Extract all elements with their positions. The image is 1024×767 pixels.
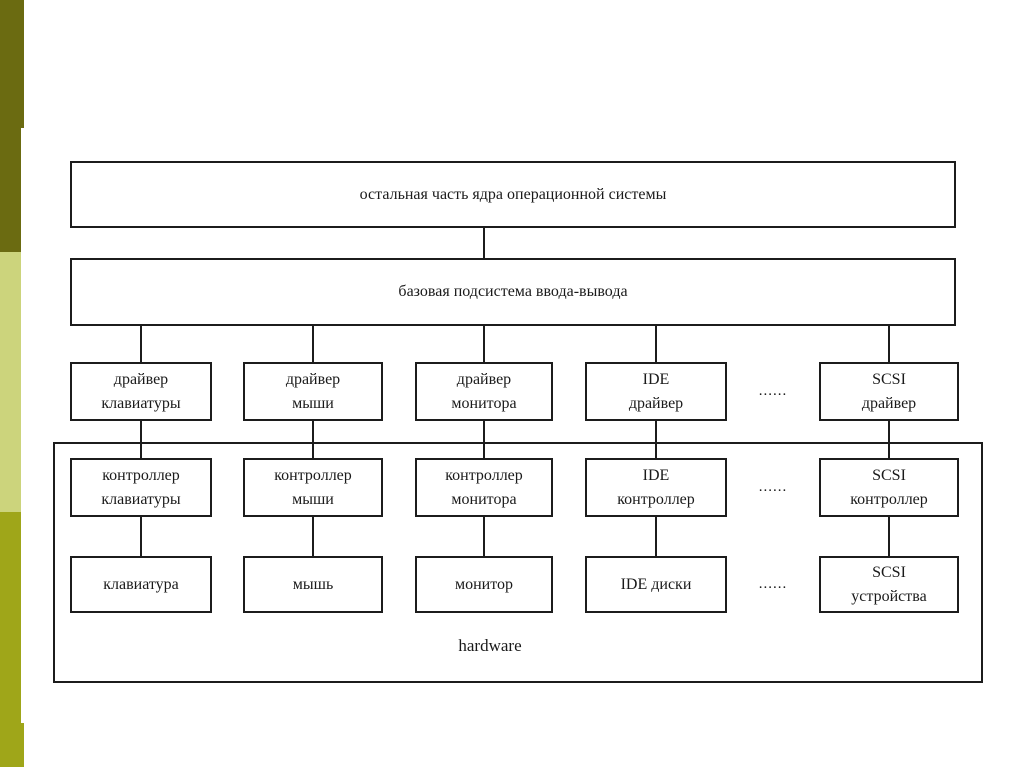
connector-io-driver-5 <box>888 326 890 362</box>
connector-driver-controller-5 <box>888 421 890 458</box>
left-accent-bar-mid <box>0 512 21 767</box>
device-box-scsi-devices-label: SCSI устройства <box>851 563 927 605</box>
connector-controller-device-3 <box>483 517 485 556</box>
left-accent-bar-bottom-wide <box>0 723 24 767</box>
controller-box-keyboard-label: контроллер клавиатуры <box>101 466 181 508</box>
controller-box-keyboard: контроллер клавиатуры <box>70 458 212 517</box>
left-accent-bar-top-wide <box>0 0 24 128</box>
io-subsystem-box-label: базовая подсистема ввода-вывода <box>398 283 628 300</box>
connector-io-driver-4 <box>655 326 657 362</box>
driver-box-monitor: драйвер монитора <box>415 362 553 421</box>
driver-box-keyboard-label: драйвер клавиатуры <box>101 370 181 412</box>
controller-box-ide: IDE контроллер <box>585 458 727 517</box>
controller-box-monitor-label: контроллер монитора <box>445 466 523 508</box>
device-box-mouse: мышь <box>243 556 383 613</box>
kernel-box: остальная часть ядра операционной систем… <box>70 161 956 228</box>
device-box-ide-disks: IDE диски <box>585 556 727 613</box>
device-box-ide-disks-label: IDE диски <box>620 575 692 593</box>
device-box-keyboard: клавиатура <box>70 556 212 613</box>
io-subsystem-box: базовая подсистема ввода-вывода <box>70 258 956 326</box>
driver-box-keyboard: драйвер клавиатуры <box>70 362 212 421</box>
connector-controller-device-1 <box>140 517 142 556</box>
driver-box-monitor-label: драйвер монитора <box>451 370 517 412</box>
connector-driver-controller-2 <box>312 421 314 458</box>
hardware-box <box>53 442 983 683</box>
device-box-scsi-devices: SCSI устройства <box>819 556 959 613</box>
ellipsis-driver-row: ...... <box>758 383 788 399</box>
connector-controller-device-5 <box>888 517 890 556</box>
controller-box-scsi: SCSI контроллер <box>819 458 959 517</box>
controller-box-monitor: контроллер монитора <box>415 458 553 517</box>
device-box-keyboard-label: клавиатура <box>103 575 179 593</box>
ellipsis-device-row: ...... <box>758 576 788 592</box>
connector-driver-controller-4 <box>655 421 657 458</box>
connector-driver-controller-1 <box>140 421 142 458</box>
controller-box-mouse-label: контроллер мыши <box>274 466 352 508</box>
driver-box-ide-label: IDE драйвер <box>628 370 684 412</box>
connector-controller-device-4 <box>655 517 657 556</box>
device-box-monitor: монитор <box>415 556 553 613</box>
controller-box-mouse: контроллер мыши <box>243 458 383 517</box>
driver-box-ide: IDE драйвер <box>585 362 727 421</box>
connector-driver-controller-3 <box>483 421 485 458</box>
driver-box-scsi-label: SCSI драйвер <box>861 370 917 412</box>
hardware-label: hardware <box>458 636 522 655</box>
connector-controller-device-2 <box>312 517 314 556</box>
driver-box-mouse-label: драйвер мыши <box>285 370 341 412</box>
controller-box-ide-label: IDE контроллер <box>617 466 695 508</box>
connector-io-driver-1 <box>140 326 142 362</box>
ellipsis-controller-row: ...... <box>758 479 788 495</box>
connector-kernel-io <box>483 228 485 258</box>
controller-box-scsi-label: SCSI контроллер <box>850 466 928 508</box>
device-box-monitor-label: монитор <box>454 575 514 593</box>
left-accent-bar-light <box>0 252 21 512</box>
driver-box-mouse: драйвер мыши <box>243 362 383 421</box>
device-box-mouse-label: мышь <box>292 575 334 593</box>
connector-io-driver-3 <box>483 326 485 362</box>
driver-box-scsi: SCSI драйвер <box>819 362 959 421</box>
connector-io-driver-2 <box>312 326 314 362</box>
kernel-box-label: остальная часть ядра операционной систем… <box>359 185 667 203</box>
